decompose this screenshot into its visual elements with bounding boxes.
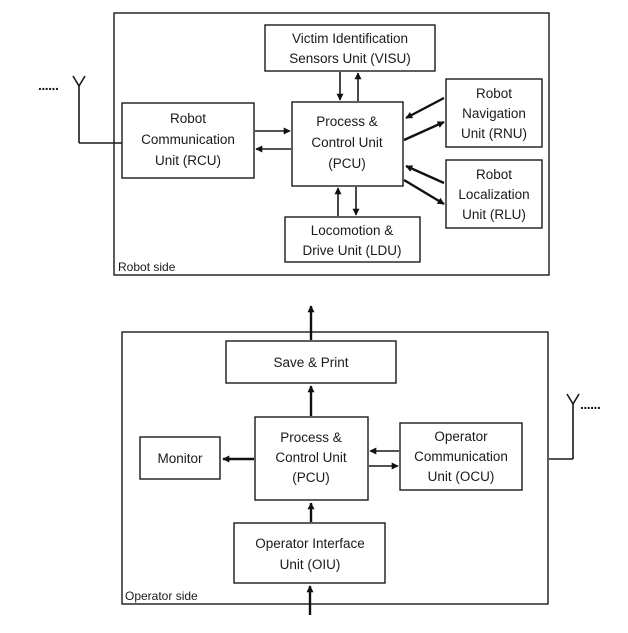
pcu-to-rlu-arrow [403,178,445,206]
rnu-to-pcu-arrow [405,96,445,120]
operator-pcu-label-line-2: Control Unit [275,450,347,465]
robot-pcu-label-line-3: (PCU) [328,156,366,171]
robot-pcu-label-line-1: Process & [316,114,378,129]
visu-label-line-1: Victim Identification [292,31,408,46]
operator-antenna-dots: ...... [580,396,600,412]
rcu-label-line-1: Robot [170,111,206,126]
ldu-block: Locomotion & Drive Unit (LDU) [284,216,421,263]
operator-pcu-label-line-1: Process & [280,430,342,445]
ocu-label-line-2: Communication [414,449,508,464]
rnu-label-line-1: Robot [476,86,512,101]
rcu-label-line-2: Communication [141,132,235,147]
monitor-label: Monitor [157,451,203,466]
operator-pcu-label-line-3: (PCU) [292,470,330,485]
operator-pcu-block: Process & Control Unit (PCU) [254,416,369,501]
ldu-label-line-2: Drive Unit (LDU) [302,243,401,258]
rlu-label-line-1: Robot [476,167,512,182]
pcu-to-rnu-arrow [403,120,445,142]
operator-side-label: Operator side [125,589,198,603]
robot-side-panel: Robot side ...... Robot Communication Un… [38,12,550,276]
operator-side-panel: Operator side ...... Save & Print Monito… [121,305,601,615]
rcu-label-line-3: Unit (RCU) [155,153,221,168]
save-print-label: Save & Print [273,355,348,370]
robot-antenna-icon [72,75,122,144]
robot-antenna-dots: ...... [38,77,58,93]
oiu-label-line-2: Unit (OIU) [280,557,341,572]
ocu-label-line-3: Unit (OCU) [428,469,495,484]
ldu-label-line-1: Locomotion & [311,223,394,238]
visu-block: Victim Identification Sensors Unit (VISU… [264,24,436,72]
robot-pcu-label-line-2: Control Unit [311,135,383,150]
rlu-label-line-3: Unit (RLU) [462,207,526,222]
oiu-block: Operator Interface Unit (OIU) [233,522,386,584]
rnu-block: Robot Navigation Unit (RNU) [445,78,543,148]
visu-label-line-2: Sensors Unit (VISU) [289,51,411,66]
operator-antenna-icon [549,393,580,460]
ocu-block: Operator Communication Unit (OCU) [399,422,523,491]
robot-pcu-block: Process & Control Unit (PCU) [291,101,404,187]
rlu-label-line-2: Localization [458,187,529,202]
rlu-to-pcu-arrow [405,164,445,185]
monitor-block: Monitor [139,436,221,480]
rlu-block: Robot Localization Unit (RLU) [445,159,543,229]
save-print-block: Save & Print [225,340,397,384]
robot-side-label: Robot side [118,260,176,274]
rcu-block: Robot Communication Unit (RCU) [121,102,255,179]
ocu-label-line-1: Operator [434,429,488,444]
rnu-label-line-3: Unit (RNU) [461,126,527,141]
rnu-label-line-2: Navigation [462,106,526,121]
oiu-label-line-1: Operator Interface [255,536,365,551]
